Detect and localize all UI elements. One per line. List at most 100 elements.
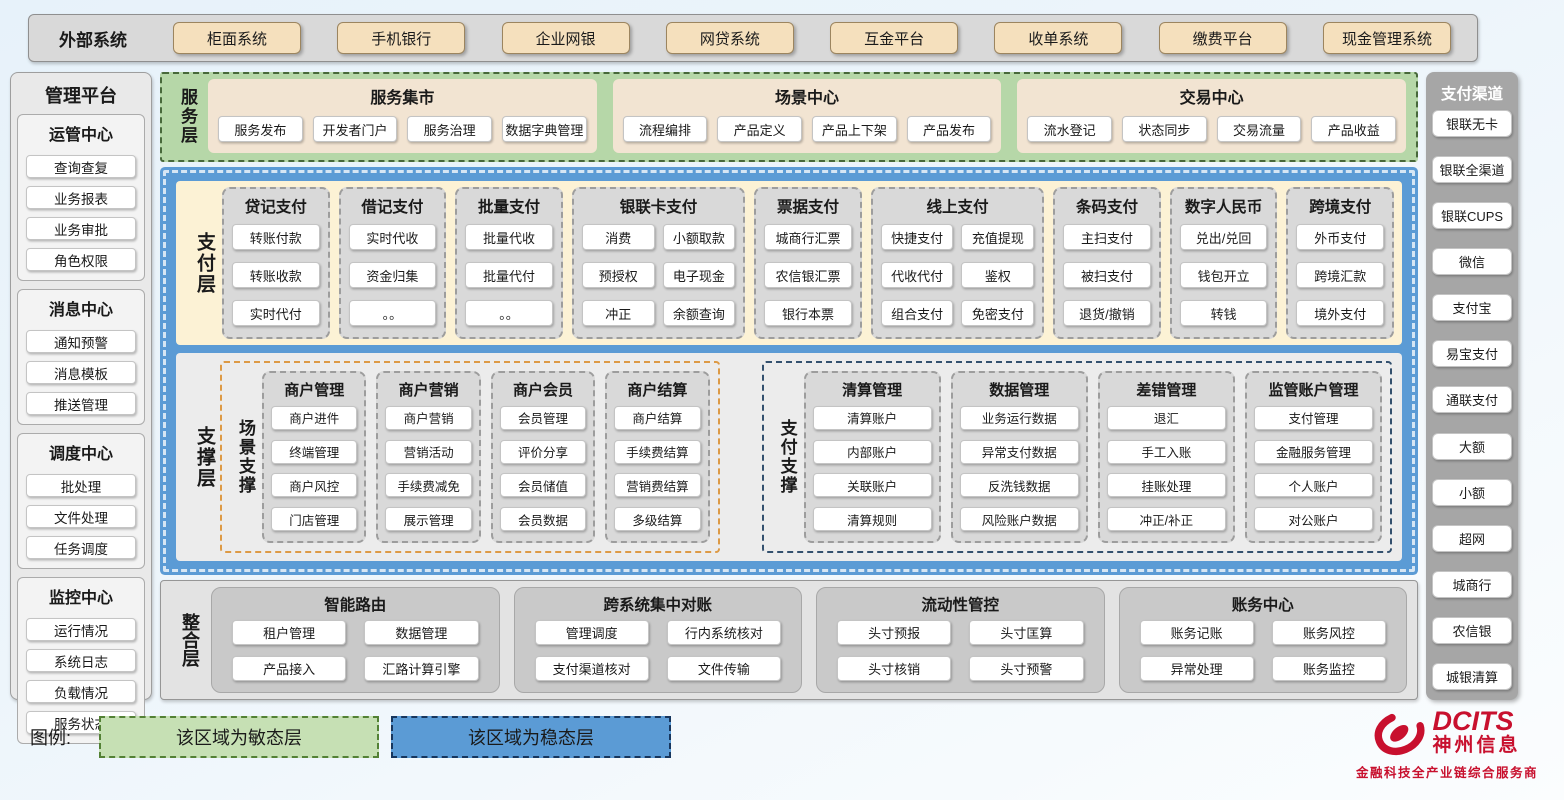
external-system-button[interactable]: 收单系统 [994,22,1123,54]
payment-item-button[interactable]: 快捷支付 [880,224,954,250]
support-item-button[interactable]: 内部账户 [812,439,932,464]
management-item-button[interactable]: 文件处理 [26,505,136,528]
integration-item-button[interactable]: 行内系统核对 [666,620,781,645]
support-item-button[interactable]: 门店管理 [271,507,358,532]
external-system-button[interactable]: 缴费平台 [1158,22,1287,54]
integration-item-button[interactable]: 支付渠道核对 [534,656,649,681]
management-item-button[interactable]: 通知预警 [26,330,136,353]
external-system-button[interactable]: 手机银行 [337,22,466,54]
integration-item-button[interactable]: 管理调度 [534,620,649,645]
service-item-button[interactable]: 产品收益 [1311,116,1397,142]
payment-item-button[interactable]: 余额查询 [662,300,736,326]
integration-item-button[interactable]: 租户管理 [232,620,347,645]
management-item-button[interactable]: 消息模板 [26,361,136,384]
service-item-button[interactable]: 流程编排 [622,116,708,142]
support-item-button[interactable]: 会员储值 [499,473,587,498]
support-item-button[interactable]: 关联账户 [812,473,932,498]
integration-item-button[interactable]: 头寸匡算 [969,620,1084,645]
external-system-button[interactable]: 企业网银 [501,22,630,54]
support-item-button[interactable]: 冲正/补正 [1106,507,1226,532]
payment-item-button[interactable]: 银行本票 [764,300,852,326]
external-system-button[interactable]: 网贷系统 [665,22,794,54]
support-item-button[interactable]: 风险账户数据 [959,507,1079,532]
support-item-button[interactable]: 对公账户 [1253,507,1374,532]
integration-item-button[interactable]: 头寸预警 [969,656,1084,681]
support-item-button[interactable]: 评价分享 [499,439,587,464]
support-item-button[interactable]: 商户进件 [271,405,358,430]
payment-item-button[interactable]: 退货/撤销 [1063,300,1151,326]
external-system-button[interactable]: 互金平台 [830,22,959,54]
payment-item-button[interactable]: 组合支付 [880,300,954,326]
support-item-button[interactable]: 多级结算 [614,507,701,532]
channel-button[interactable]: 大额 [1432,432,1512,460]
payment-item-button[interactable]: 代收代付 [880,262,954,288]
payment-item-button[interactable]: 实时代收 [348,224,437,250]
management-item-button[interactable]: 系统日志 [26,649,136,672]
service-item-button[interactable]: 数据字典管理 [502,116,587,142]
channel-button[interactable]: 易宝支付 [1432,340,1512,368]
payment-item-button[interactable]: 资金归集 [348,262,437,288]
payment-item-button[interactable]: 跨境汇款 [1296,262,1385,288]
management-item-button[interactable]: 查询查复 [26,155,136,178]
payment-item-button[interactable]: 转账付款 [232,224,320,250]
integration-item-button[interactable]: 头寸核销 [837,656,952,681]
payment-item-button[interactable]: 鉴权 [961,262,1035,288]
management-item-button[interactable]: 推送管理 [26,392,136,415]
channel-button[interactable]: 城商行 [1432,570,1512,598]
payment-item-button[interactable]: 转账收款 [232,262,320,288]
payment-item-button[interactable]: 兑出/兑回 [1179,224,1268,250]
payment-item-button[interactable]: 被扫支付 [1063,262,1151,288]
support-item-button[interactable]: 金融服务管理 [1253,439,1374,464]
service-item-button[interactable]: 产品上下架 [812,116,897,142]
channel-button[interactable]: 银联无卡 [1432,110,1512,137]
payment-item-button[interactable]: 小额取款 [662,224,736,250]
support-item-button[interactable]: 清算账户 [812,405,932,430]
management-item-button[interactable]: 业务报表 [26,186,136,209]
support-item-button[interactable]: 会员数据 [499,507,587,532]
payment-item-button[interactable]: 境外支付 [1296,300,1385,326]
support-item-button[interactable]: 反洗钱数据 [959,473,1079,498]
payment-item-button[interactable]: 钱包开立 [1179,262,1268,288]
channel-button[interactable]: 农信银 [1432,616,1512,644]
service-item-button[interactable]: 流水登记 [1027,116,1113,142]
payment-item-button[interactable]: 转钱 [1179,300,1268,326]
support-item-button[interactable]: 挂账处理 [1106,473,1226,498]
channel-button[interactable]: 城银清算 [1432,662,1512,690]
integration-item-button[interactable]: 账务风控 [1271,620,1386,645]
support-item-button[interactable]: 业务运行数据 [959,405,1079,430]
support-item-button[interactable]: 营销活动 [385,439,472,464]
management-item-button[interactable]: 任务调度 [26,536,136,559]
support-item-button[interactable]: 商户结算 [614,405,701,430]
management-item-button[interactable]: 批处理 [26,474,136,497]
support-item-button[interactable]: 手续费减免 [385,473,472,498]
management-item-button[interactable]: 业务审批 [26,217,136,240]
payment-item-button[interactable]: 消费 [581,224,655,250]
support-item-button[interactable]: 手续费结算 [614,439,701,464]
service-item-button[interactable]: 开发者门户 [312,116,398,142]
payment-item-button[interactable]: 批量代收 [465,224,553,250]
integration-item-button[interactable]: 文件传输 [666,656,781,681]
payment-item-button[interactable]: 免密支付 [961,300,1035,326]
integration-item-button[interactable]: 数据管理 [364,620,479,645]
integration-item-button[interactable]: 产品接入 [232,656,347,681]
payment-item-button[interactable]: 充值提现 [961,224,1035,250]
payment-item-button[interactable]: 实时代付 [232,300,320,326]
service-item-button[interactable]: 交易流量 [1216,116,1302,142]
external-system-button[interactable]: 柜面系统 [173,22,301,54]
channel-button[interactable]: 通联支付 [1432,386,1512,414]
external-system-button[interactable]: 现金管理系统 [1322,22,1451,54]
payment-item-button[interactable]: 。。 [465,300,553,326]
service-item-button[interactable]: 产品定义 [717,116,803,142]
support-item-button[interactable]: 商户营销 [385,405,472,430]
support-item-button[interactable]: 异常支付数据 [959,439,1079,464]
support-item-button[interactable]: 清算规则 [812,507,932,532]
payment-item-button[interactable]: 冲正 [581,300,655,326]
support-item-button[interactable]: 退汇 [1106,405,1226,430]
channel-button[interactable]: 银联全渠道 [1432,156,1512,184]
support-item-button[interactable]: 营销费结算 [614,473,701,498]
support-item-button[interactable]: 展示管理 [385,507,472,532]
management-item-button[interactable]: 负载情况 [26,680,136,703]
service-item-button[interactable]: 服务发布 [218,116,303,142]
channel-button[interactable]: 小额 [1432,478,1512,506]
support-item-button[interactable]: 支付管理 [1253,405,1374,430]
